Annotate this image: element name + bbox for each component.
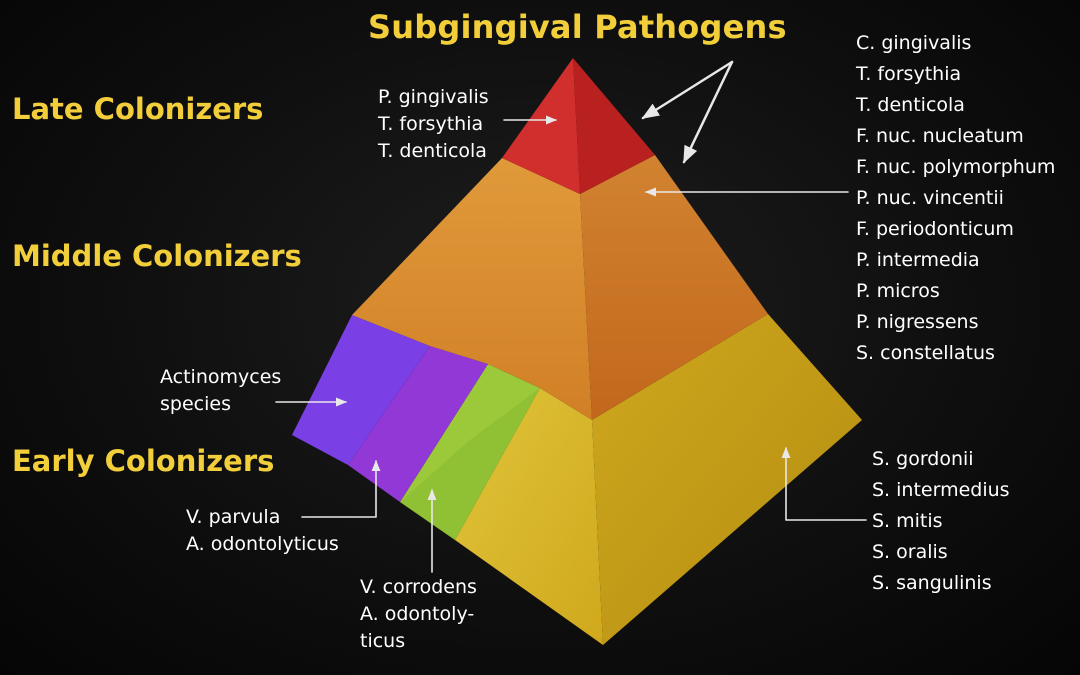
middle-group-item: P. nigressens [856,311,979,333]
middle-group-item: T. forsythia [856,63,962,85]
title-arrow-left [641,60,734,120]
early-purple-stripe-left [292,315,430,465]
early-purple-stripe-right [348,346,488,502]
streptococci-item: S. intermedius [872,479,1010,501]
middle-group-item: T. denticola [856,94,965,116]
actinomyces-labels: Actinomyces species [160,364,281,418]
streptococci-item: S. oralis [872,541,948,563]
capnocytophaga-item: V. corrodens [360,576,477,598]
streptococci-item: S. mitis [872,510,943,532]
capnocytophaga-item: ticus [360,630,406,652]
middle-orange-face-left [352,158,592,420]
late-red-face-right [573,58,655,194]
capnocytophaga-labels: V. corrodens A. odontoly- ticus [360,574,477,655]
diagram-title: Subgingival Pathogens [368,8,787,46]
middle-orange-face-right [580,155,768,420]
capnocytophaga-item: A. odontoly- [360,603,475,625]
early-yellow-face-left [455,388,603,645]
late-group-item: P. gingivalis [378,86,489,108]
veillonella-item: A. odontolyticus [186,533,339,555]
middle-group-item: F. nuc. polymorphum [856,156,1056,178]
middle-group-item: F. periodonticum [856,218,1014,240]
title-arrow-right [682,60,734,164]
veillonella-arrow [301,459,381,518]
middle-group-item: P. nuc. vincentii [856,187,1004,209]
streptococci-item: S. gordonii [872,448,974,470]
streptococci-arrow [781,446,867,521]
late-group-item: T. forsythia [378,113,484,135]
tier-label-late: Late Colonizers [12,92,264,126]
veillonella-labels: V. parvula A. odontolyticus [186,504,339,558]
late-group-labels: P. gingivalis T. forsythia T. denticola [378,84,489,165]
actinomyces-item: species [160,393,231,415]
late-group-item: T. denticola [378,140,487,162]
middle-group-labels: C. gingivalis T. forsythia T. denticola … [856,28,1055,369]
early-yellow-face-right [592,314,862,645]
middle-group-item: F. nuc. nucleatum [856,125,1024,147]
late-red-face-left [502,58,580,194]
middle-group-item: S. constellatus [856,342,995,364]
middle-group-item: P. intermedia [856,249,980,271]
veillonella-item: V. parvula [186,506,281,528]
middle-group-item: C. gingivalis [856,32,972,54]
streptococci-labels: S. gordonii S. intermedius S. mitis S. o… [872,444,1010,599]
tier-label-early: Early Colonizers [12,444,275,478]
tier-label-middle: Middle Colonizers [12,239,302,273]
middle-group-item: P. micros [856,280,940,302]
streptococci-item: S. sangulinis [872,572,992,594]
actinomyces-item: Actinomyces [160,366,282,388]
early-green-stripe-shade [400,388,540,540]
